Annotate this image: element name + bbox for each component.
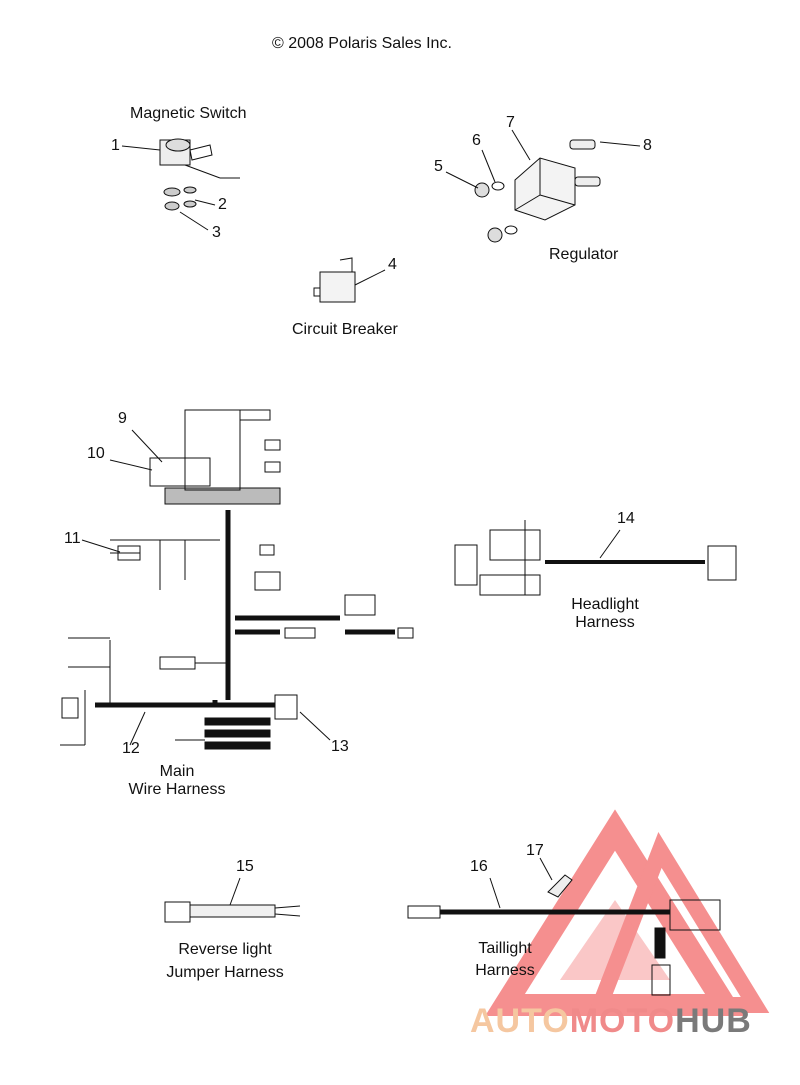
callout-9: 9 — [118, 410, 127, 427]
headlight-harness-part — [454, 520, 737, 596]
callout-8: 8 — [643, 137, 652, 154]
copyright-text: © 2008 Polaris Sales Inc. — [272, 35, 452, 52]
callout-5: 5 — [434, 158, 443, 175]
circuit-breaker-part — [313, 257, 356, 303]
callout-6: 6 — [472, 132, 481, 149]
watermark-text: AUTOMOTOHUB — [470, 1002, 752, 1041]
circuit-breaker-label: Circuit Breaker — [292, 321, 398, 338]
callout-4: 4 — [388, 256, 397, 273]
magnetic-switch-part — [159, 138, 240, 211]
reverse-light-label-line1: Reverse light — [178, 941, 272, 958]
reverse-light-label-line2: Jumper Harness — [166, 964, 284, 981]
taillight-harness-label-line2: Harness — [475, 962, 535, 979]
callout-2: 2 — [218, 196, 227, 213]
callout-3: 3 — [212, 224, 221, 241]
main-wire-harness-part — [60, 409, 414, 750]
magnetic-switch-label: Magnetic Switch — [130, 105, 247, 122]
callout-13: 13 — [331, 738, 349, 755]
callout-14: 14 — [617, 510, 635, 527]
taillight-harness-part — [407, 874, 721, 996]
main-wire-harness-label-line1: Main — [159, 763, 195, 780]
callout-1: 1 — [111, 137, 120, 154]
taillight-harness-label-line1: Taillight — [478, 940, 532, 957]
regulator-label: Regulator — [549, 246, 619, 263]
regulator-part — [474, 139, 601, 243]
headlight-harness-label-line2: Harness — [575, 614, 635, 631]
watermark-part-hub: HUB — [675, 1002, 752, 1040]
callout-17: 17 — [526, 842, 544, 859]
callout-7: 7 — [506, 114, 515, 131]
main-wire-harness-label-line2: Wire Harness — [128, 781, 226, 798]
watermark-part-auto: AUTO — [470, 1002, 570, 1040]
callout-11: 11 — [64, 530, 81, 547]
callout-15: 15 — [236, 858, 254, 875]
callout-12: 12 — [122, 740, 140, 757]
watermark-part-moto: MOTO — [569, 1002, 676, 1040]
callout-16: 16 — [470, 858, 488, 875]
callout-10: 10 — [87, 445, 105, 462]
headlight-harness-label-line1: Headlight — [571, 596, 639, 613]
reverse-light-jumper-harness-part — [164, 901, 301, 923]
